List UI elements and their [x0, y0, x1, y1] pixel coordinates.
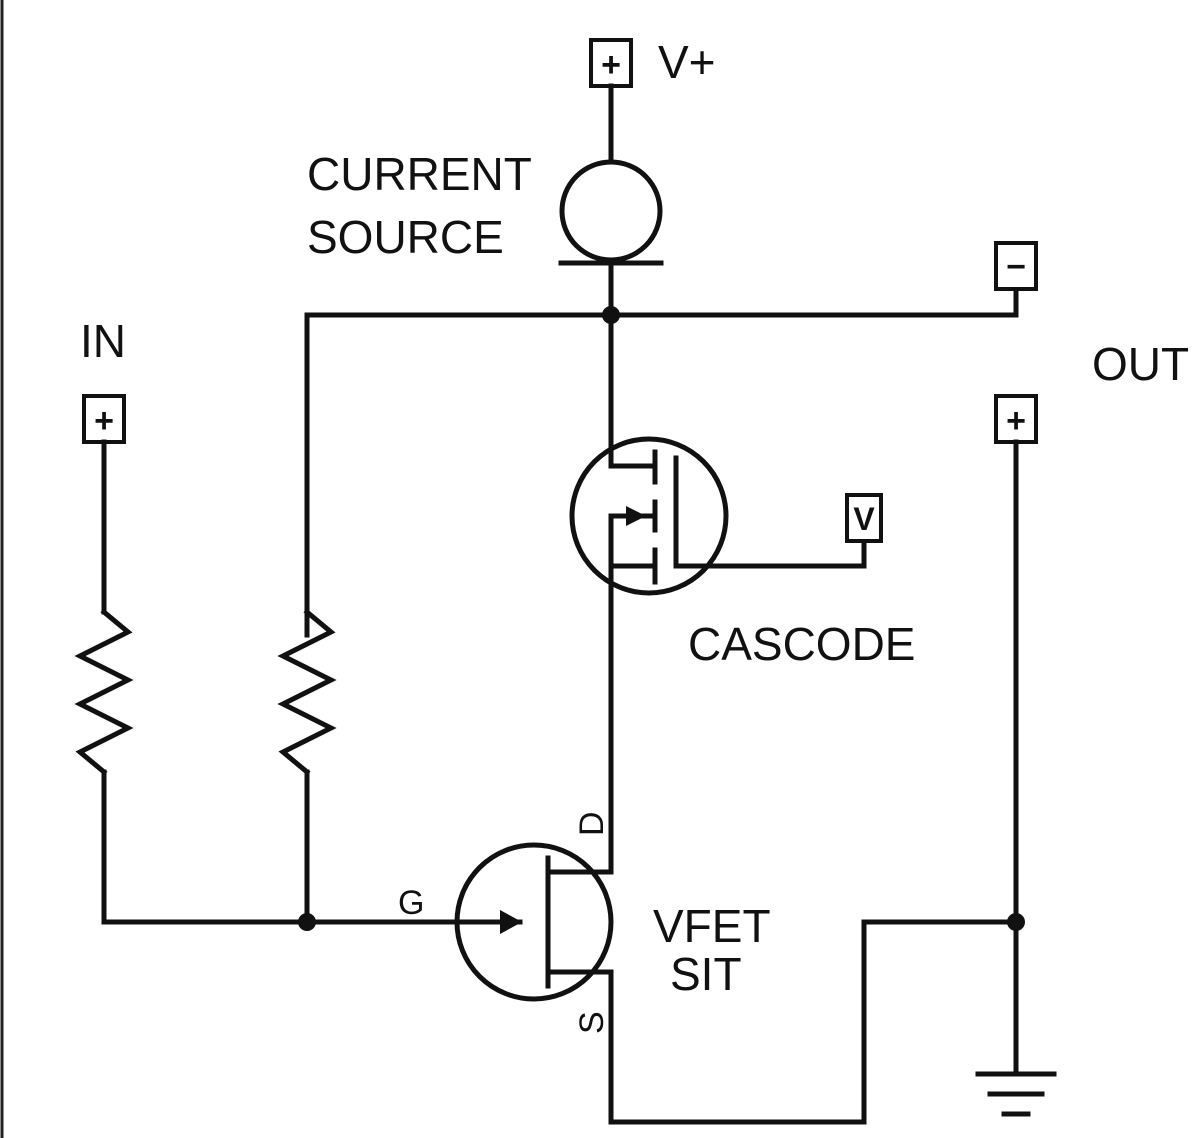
in-terminal-symbol: +	[94, 402, 114, 440]
vplus-label: V+	[658, 36, 716, 88]
in-terminal: +	[82, 394, 126, 444]
vfet-label-line1: VFET	[653, 900, 771, 952]
ground-icon	[975, 1071, 1057, 1117]
cascode-label: CASCODE	[688, 618, 915, 670]
minus-terminal-symbol: −	[1006, 248, 1026, 286]
vfet-sit-symbol	[454, 842, 1019, 1125]
vplus-terminal: +	[589, 38, 633, 88]
minus-terminal: −	[994, 241, 1038, 291]
bias-terminal: V	[845, 493, 883, 543]
resistor-input	[74, 608, 134, 776]
current-source-label-line1: CURRENT	[307, 148, 532, 200]
vfet-label-line2: SIT	[670, 948, 742, 1000]
out-terminal-symbol: +	[1006, 402, 1026, 440]
wire-cascode-bias	[673, 539, 867, 569]
out-label: OUT	[1092, 338, 1189, 390]
gate-arrow-icon	[500, 910, 522, 934]
current-source-symbol	[558, 159, 664, 266]
wire-top-bus	[304, 287, 1019, 638]
vfet-pin-source: S	[573, 1011, 611, 1034]
junction-out	[1007, 913, 1025, 931]
vplus-terminal-symbol: +	[601, 46, 621, 84]
cascode-arrow-icon	[626, 506, 646, 526]
out-terminal: +	[994, 394, 1038, 444]
bias-terminal-symbol: V	[853, 501, 875, 537]
in-label: IN	[80, 315, 126, 367]
cascode-mosfet-symbol	[569, 312, 729, 596]
resistor-feedback	[277, 608, 337, 776]
wire-resistor-gate	[101, 769, 310, 925]
vfet-pin-gate: G	[398, 884, 424, 922]
vfet-pin-drain: D	[573, 811, 611, 836]
current-source-label-line2: SOURCE	[307, 211, 504, 263]
